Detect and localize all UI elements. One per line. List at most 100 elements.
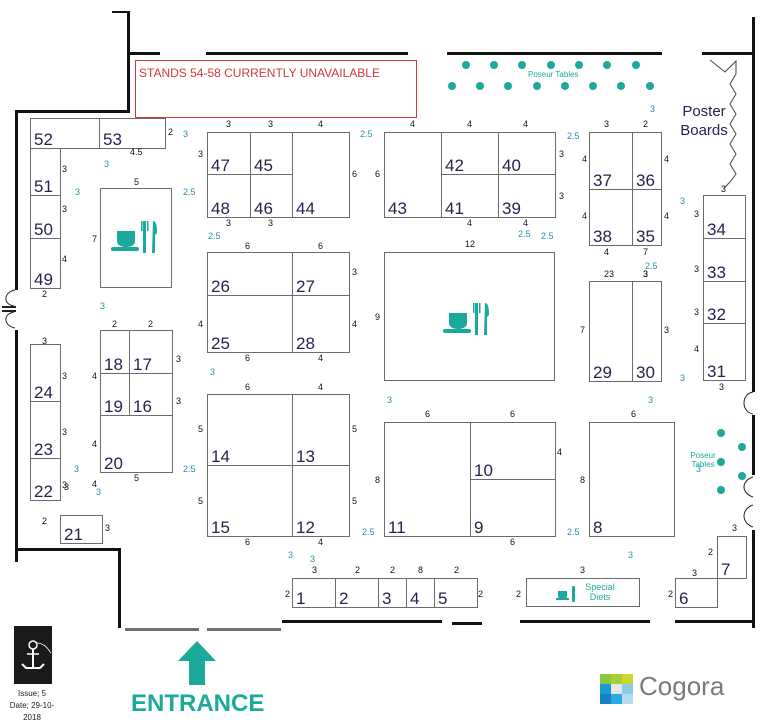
door-right	[743, 476, 754, 528]
dimension-label: 3	[176, 396, 182, 406]
catering-area	[384, 252, 555, 381]
entrance-label: ENTRANCE	[131, 690, 265, 717]
dimension-label: 4	[664, 154, 670, 164]
stand-16[interactable]: 16	[129, 373, 173, 416]
dimension-label: 2	[168, 127, 174, 137]
poseur-table	[632, 61, 640, 69]
stand-10[interactable]: 10	[470, 422, 556, 480]
aisle-width-label: 2.5	[183, 464, 196, 474]
stand-37[interactable]: 37	[589, 132, 633, 190]
dimension-label: 3	[732, 523, 738, 533]
dimension-label: 5	[352, 424, 358, 434]
aisle-width-label: 3	[100, 301, 106, 311]
stand-35[interactable]: 35	[632, 189, 662, 246]
stand-49[interactable]: 49	[30, 238, 61, 289]
wall	[112, 11, 129, 13]
dimension-label: 8	[418, 565, 424, 575]
dimension-label: 2	[390, 565, 396, 575]
dimension-label: 3	[268, 218, 274, 228]
stand-50[interactable]: 50	[30, 195, 61, 239]
wall	[452, 622, 482, 625]
special-diets-area: Special Diets	[526, 578, 640, 607]
stand-9[interactable]: 9	[470, 479, 556, 537]
wall	[15, 330, 18, 562]
stand-21[interactable]: 21	[60, 515, 103, 544]
wall	[127, 11, 130, 113]
dimension-label: 3	[352, 267, 358, 277]
dimension-label: 2	[285, 589, 291, 599]
dimension-label: 6	[352, 169, 358, 179]
stand-46[interactable]: 46	[250, 174, 293, 218]
stand-20[interactable]: 20	[100, 415, 173, 473]
stand-47[interactable]: 47	[207, 132, 251, 175]
poseur-table	[603, 61, 611, 69]
stand-34[interactable]: 34	[703, 195, 746, 239]
stand-43[interactable]: 43	[384, 132, 442, 218]
stand-32[interactable]: 32	[703, 281, 746, 324]
stand-number: 34	[707, 220, 726, 239]
stand-29[interactable]: 29	[589, 281, 633, 382]
dimension-label: 4	[318, 537, 324, 547]
stand-24[interactable]: 24	[30, 344, 61, 402]
dimension-label: 6	[245, 382, 251, 392]
stand-23[interactable]: 23	[30, 401, 61, 459]
stand-1[interactable]: 1	[292, 578, 336, 608]
stand-31[interactable]: 31	[703, 323, 746, 381]
stand-2[interactable]: 2	[335, 578, 379, 608]
poseur-table	[490, 61, 498, 69]
door-right	[743, 391, 754, 415]
stand-6[interactable]: 6	[675, 578, 718, 608]
dimension-label: 3	[62, 480, 68, 490]
stand-22[interactable]: 22	[30, 458, 61, 501]
stand-39[interactable]: 39	[498, 174, 556, 218]
stand-52[interactable]: 52	[30, 118, 100, 149]
stand-8[interactable]: 8	[589, 422, 675, 537]
dimension-label: 4	[62, 254, 68, 264]
stand-18[interactable]: 18	[100, 330, 130, 374]
dimension-label: 3	[62, 427, 68, 437]
stand-4[interactable]: 4	[406, 578, 435, 608]
stand-53[interactable]: 53	[99, 118, 166, 149]
stand-33[interactable]: 33	[703, 238, 746, 282]
stand-number: 47	[211, 156, 230, 175]
stand-number: 50	[34, 220, 53, 239]
wall	[15, 110, 130, 113]
stand-number: 20	[104, 454, 123, 473]
poseur-table	[462, 61, 470, 69]
stand-15[interactable]: 15	[207, 465, 293, 537]
stand-36[interactable]: 36	[632, 132, 662, 190]
stand-45[interactable]: 45	[250, 132, 293, 175]
stand-26[interactable]: 26	[207, 252, 293, 296]
stand-11[interactable]: 11	[384, 422, 471, 537]
stand-7[interactable]: 7	[717, 536, 747, 579]
dimension-label: 2	[478, 589, 484, 599]
aisle-width-label: 3	[696, 464, 702, 474]
poseur-table	[617, 82, 625, 90]
wall	[520, 620, 650, 623]
stand-40[interactable]: 40	[498, 132, 556, 175]
stand-25[interactable]: 25	[207, 295, 293, 353]
stand-17[interactable]: 17	[129, 330, 173, 374]
stand-48[interactable]: 48	[207, 174, 251, 218]
stand-13[interactable]: 13	[292, 394, 350, 466]
stand-number: 21	[64, 525, 83, 544]
wall	[752, 530, 755, 628]
stand-44[interactable]: 44	[292, 132, 350, 218]
dimension-label: 3	[62, 371, 68, 381]
stand-28[interactable]: 28	[292, 295, 350, 353]
stand-42[interactable]: 42	[441, 132, 499, 175]
stand-5[interactable]: 5	[434, 578, 478, 608]
stand-19[interactable]: 19	[100, 373, 130, 416]
stand-12[interactable]: 12	[292, 465, 350, 537]
stand-51[interactable]: 51	[30, 146, 61, 196]
dimension-label: 4	[523, 119, 529, 129]
special-diets-label: Special Diets	[585, 582, 615, 602]
stand-30[interactable]: 30	[632, 281, 662, 382]
stand-27[interactable]: 27	[292, 252, 350, 296]
stand-38[interactable]: 38	[589, 189, 633, 246]
notice-text: STANDS 54-58 CURRENTLY UNAVAILABLE	[139, 66, 380, 80]
stand-41[interactable]: 41	[441, 174, 499, 218]
stand-14[interactable]: 14	[207, 394, 293, 466]
dimension-label: 2	[454, 565, 460, 575]
stand-3[interactable]: 3	[378, 578, 407, 608]
